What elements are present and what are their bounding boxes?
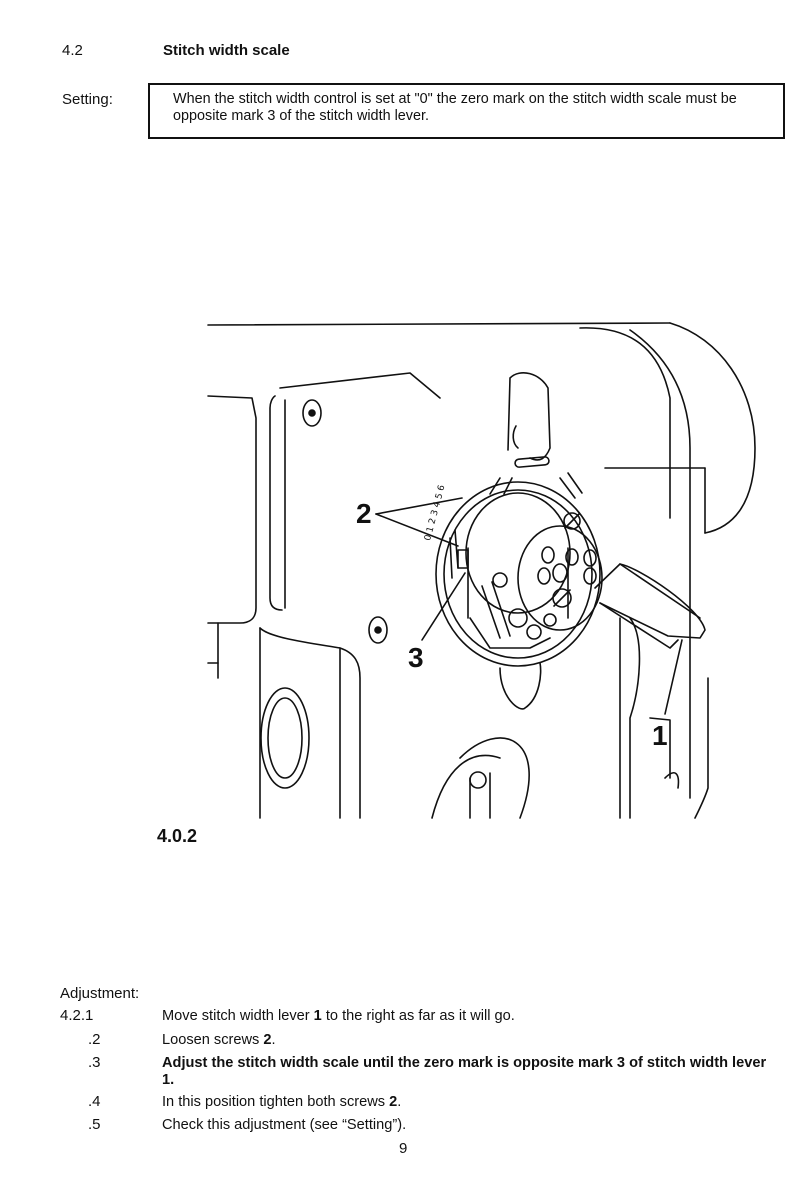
callout-1: 1: [652, 720, 668, 751]
setting-box: When the stitch width control is set at …: [148, 83, 785, 139]
step-text: In this position tighten both screws 2.: [162, 1094, 402, 1110]
callout-2: 2: [356, 498, 372, 529]
callout-labels: 2 3 1: [356, 498, 668, 751]
callout-3: 3: [408, 642, 424, 673]
stitch-width-lever-top: [507, 372, 551, 461]
setting-text: When the stitch width control is set at …: [173, 91, 737, 124]
step-text: Check this adjustment (see “Setting”).: [162, 1117, 407, 1133]
step-number: 4.2.1: [60, 1007, 94, 1024]
step-text: Adjust the stitch width scale until the …: [162, 1055, 767, 1088]
step-text: Move stitch width lever 1 to the right a…: [162, 1008, 515, 1024]
figure-label: 4.0.2: [157, 826, 198, 846]
stitch-width-illustration: 0 1 2 3 4 5 6 2 3 1: [207, 322, 756, 819]
section-title: Stitch width scale: [163, 42, 290, 59]
stitch-width-dial: 0 1 2 3 4 5 6: [423, 456, 603, 667]
step-number: .4: [88, 1093, 101, 1110]
step-number: .2: [88, 1031, 101, 1048]
step-text: Loosen screws 2.: [162, 1032, 276, 1048]
adjustment-label: Adjustment:: [60, 985, 140, 1002]
section-number: 4.2: [62, 42, 83, 59]
leader-lines: [375, 497, 683, 715]
stitch-width-lever-handle: [594, 563, 706, 649]
setting-label: Setting:: [62, 91, 113, 108]
machine-housing-outline: [207, 322, 756, 819]
step-number: .5: [88, 1116, 101, 1133]
cover-screws: [302, 399, 388, 644]
page-number: 9: [399, 1140, 408, 1157]
step-number: .3: [88, 1054, 101, 1071]
